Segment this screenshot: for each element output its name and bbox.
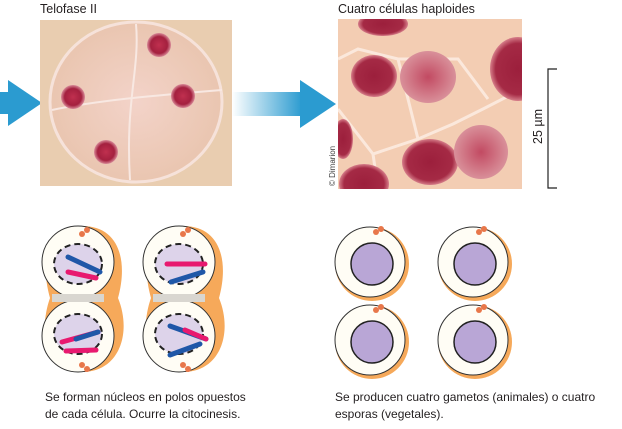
arrow-middle-icon bbox=[232, 80, 336, 128]
arrow-left-icon bbox=[0, 80, 42, 126]
telophase-caption: Se forman núcleos en polos opuestos de c… bbox=[45, 389, 246, 423]
haploid-caption: Se producen cuatro gametos (animales) o … bbox=[335, 389, 595, 423]
caption-line: Se producen cuatro gametos (animales) o … bbox=[335, 390, 596, 404]
telophase-micrograph bbox=[40, 20, 232, 186]
telophase-cells-diagram bbox=[41, 225, 226, 373]
scale-label: 25 µm bbox=[531, 109, 545, 144]
haploid-cells-diagram bbox=[334, 225, 513, 380]
caption-line: esporas (vegetales). bbox=[335, 407, 444, 421]
caption-line: Se forman núcleos en polos opuestos bbox=[45, 390, 246, 404]
scale-bar bbox=[547, 68, 557, 189]
telophase-title: Telofase II bbox=[40, 2, 97, 16]
caption-line: de cada célula. Ocurre la citocinesis. bbox=[45, 407, 241, 421]
haploid-title: Cuatro células haploides bbox=[338, 2, 475, 16]
haploid-micrograph bbox=[338, 19, 522, 189]
photo-credit: © Dimarion bbox=[328, 145, 337, 186]
chromosomes-1 bbox=[59, 254, 103, 354]
chromosomes-2 bbox=[164, 261, 209, 358]
